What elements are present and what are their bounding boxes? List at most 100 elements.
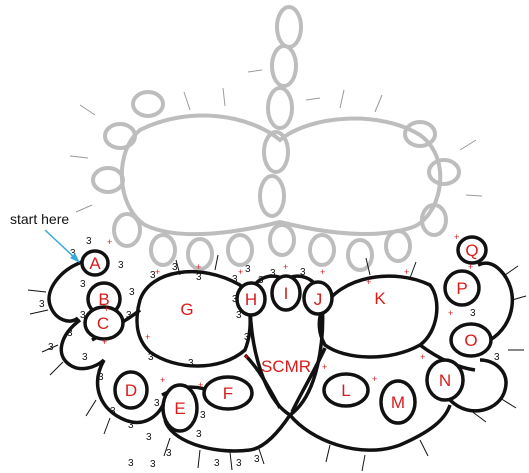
- join-mark: +: [454, 232, 459, 242]
- black-rings: [80, 235, 493, 433]
- join-mark: +: [366, 277, 371, 287]
- join-mark: +: [145, 332, 150, 342]
- ring-d: [113, 370, 149, 410]
- start-here-label: start here: [10, 211, 69, 227]
- ring-a: [80, 249, 110, 277]
- stitch-count: 3: [118, 260, 124, 271]
- stitch-count: 3: [67, 328, 73, 339]
- ring-label-j: J: [314, 290, 323, 309]
- join-mark: +: [468, 262, 473, 272]
- grey-ring: [403, 120, 437, 148]
- stitch-count: 3: [80, 279, 86, 290]
- ring-e: [161, 383, 199, 433]
- grey-ring: [103, 122, 137, 150]
- grey-picots: [69, 69, 483, 213]
- join-mark: +: [102, 337, 107, 347]
- grey-ring: [91, 166, 125, 194]
- ring-f: [202, 375, 254, 411]
- ring-label-n: N: [439, 371, 451, 390]
- grey-ring: [420, 203, 448, 237]
- join-mark: +: [244, 352, 249, 362]
- stitch-count: 3: [70, 248, 76, 259]
- grey-ring: [186, 237, 214, 271]
- black-picots: [27, 254, 527, 472]
- grey-ring: [275, 5, 303, 49]
- stitch-count: 3: [236, 458, 242, 469]
- stitch-count: 3: [245, 264, 251, 275]
- ring-label-b: B: [98, 290, 109, 309]
- join-mark: +: [448, 308, 453, 318]
- stitch-count: 3: [110, 406, 116, 417]
- stitch-count: 3: [232, 274, 238, 285]
- grey-ring: [270, 44, 298, 88]
- stitch-count: 3: [196, 429, 202, 440]
- join-mark: +: [322, 362, 327, 372]
- grey-ring: [268, 223, 296, 257]
- stitch-count: 3: [172, 262, 178, 273]
- stitch-count: 3: [48, 342, 54, 353]
- start-arrow-icon: [44, 229, 80, 263]
- stitch-count: 3: [214, 458, 220, 469]
- ring-label-l: L: [341, 381, 350, 400]
- stitch-count: 3: [126, 310, 132, 321]
- ring-label-k: K: [374, 289, 386, 308]
- stitch-count: 3: [258, 275, 264, 286]
- ring-label-o: O: [464, 331, 477, 350]
- stitch-count: 3: [82, 352, 88, 363]
- stitch-count: 3: [98, 372, 104, 383]
- grey-ring: [226, 233, 254, 267]
- ring-g-outline: [135, 269, 252, 368]
- stitch-count: 3: [80, 310, 86, 321]
- ring-label-g: G: [180, 300, 193, 319]
- join-mark: +: [107, 237, 112, 247]
- ring-n: [425, 358, 465, 402]
- stitch-count: 3: [148, 352, 154, 363]
- grey-ring: [346, 238, 374, 272]
- ring-m: [379, 379, 417, 425]
- stitch-count: 3: [188, 358, 194, 369]
- stitch-count: 3: [39, 299, 45, 310]
- ring-h: [235, 281, 267, 317]
- grey-ring: [427, 158, 461, 186]
- stitch-count: 3: [129, 287, 135, 298]
- ring-label-e: E: [174, 399, 185, 418]
- grey-ring: [266, 86, 294, 130]
- grey-ring: [262, 130, 290, 174]
- stitch-count: 3: [196, 272, 202, 283]
- stitch-count: 3: [270, 268, 276, 279]
- join-mark: +: [160, 375, 165, 385]
- ring-p: [443, 269, 481, 307]
- stitch-count: 3: [146, 432, 152, 443]
- grey-ring: [384, 229, 412, 263]
- ring-label-a: A: [89, 254, 101, 273]
- ring-q: [456, 235, 488, 265]
- ring-label-d: D: [125, 381, 137, 400]
- grey-ring: [131, 90, 165, 118]
- ring-j: [302, 280, 334, 316]
- ring-label-c: C: [97, 314, 109, 333]
- ring-i: [270, 274, 302, 312]
- stitch-count: 3: [200, 410, 206, 421]
- stitch-count: 3: [300, 267, 306, 278]
- stitch-count: 3: [150, 270, 156, 281]
- stitch-count: 3: [154, 398, 160, 409]
- join-mark: +: [196, 262, 201, 272]
- stitch-count: 3: [470, 308, 476, 319]
- ring-label-m: M: [391, 393, 405, 412]
- stitch-count: 3: [254, 454, 260, 465]
- join-mark: +: [198, 380, 203, 390]
- stitch-counts: 3 3 3 3 3 3 3 3 3 3 3 3 3 3 3 3 3 3 3 3 …: [39, 236, 500, 470]
- ring-label-scmr: SCMR: [261, 357, 311, 376]
- join-mark: +: [155, 267, 160, 277]
- ring-label-f: F: [223, 384, 233, 403]
- join-mark: +: [320, 267, 325, 277]
- stitch-count: 3: [244, 332, 250, 343]
- stitch-count: 3: [166, 448, 172, 459]
- join-marks: + + + + + + + + + + + + + + + + + + + +: [102, 232, 473, 390]
- grey-center-chain: [119, 113, 443, 237]
- join-mark: +: [238, 267, 243, 277]
- stitch-count: 3: [232, 294, 238, 305]
- grey-ring: [308, 233, 336, 267]
- stitch-count: 3: [86, 236, 92, 247]
